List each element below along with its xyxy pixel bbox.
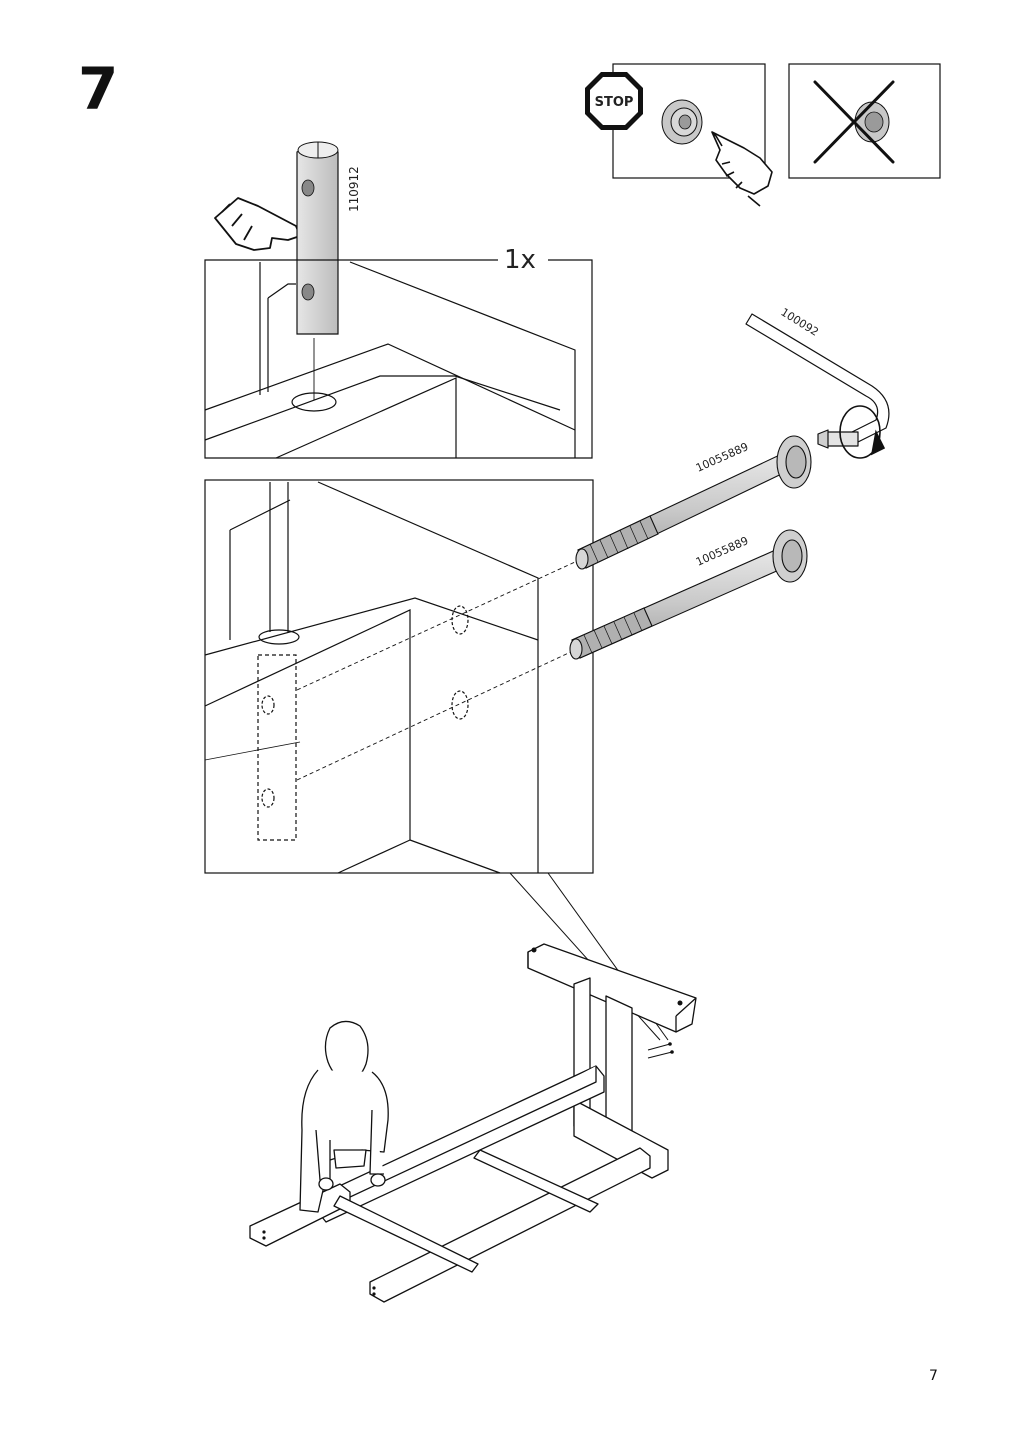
dowel-part-number: 110912 — [347, 166, 361, 212]
desk-frame — [249, 943, 697, 1303]
page-number: 7 — [929, 1368, 938, 1384]
pointing-hand-icon — [214, 197, 301, 251]
cam-nut-icon — [661, 99, 703, 145]
quantity-label: 1x — [504, 245, 536, 275]
insertion-guides — [296, 561, 576, 781]
bolt-upper-part-number: 10055889 — [694, 440, 750, 475]
bolt-insert-marks — [647, 1043, 673, 1059]
step-number: 7 — [78, 55, 119, 123]
bolt-lower-part-number: 10055889 — [694, 534, 750, 569]
detail-box-upper — [204, 259, 593, 459]
detail-box-lower — [204, 479, 594, 874]
bolt-lower — [569, 529, 808, 660]
desk-frame-fasteners — [262, 947, 683, 1296]
warning-panel-correct: STOP — [585, 63, 773, 207]
dowel-part — [296, 141, 339, 335]
person-figure — [299, 1020, 389, 1213]
stop-label: STOP — [595, 95, 634, 110]
warning-panel-incorrect — [788, 63, 941, 179]
pointing-hand-icon — [711, 131, 773, 207]
cam-nut-wrong-icon — [854, 101, 890, 143]
cross-icon — [813, 80, 895, 164]
rotate-arrow-icon — [839, 405, 886, 459]
bolt-upper — [575, 435, 812, 570]
stop-sign-icon: STOP — [585, 72, 643, 130]
allen-key — [745, 313, 890, 449]
